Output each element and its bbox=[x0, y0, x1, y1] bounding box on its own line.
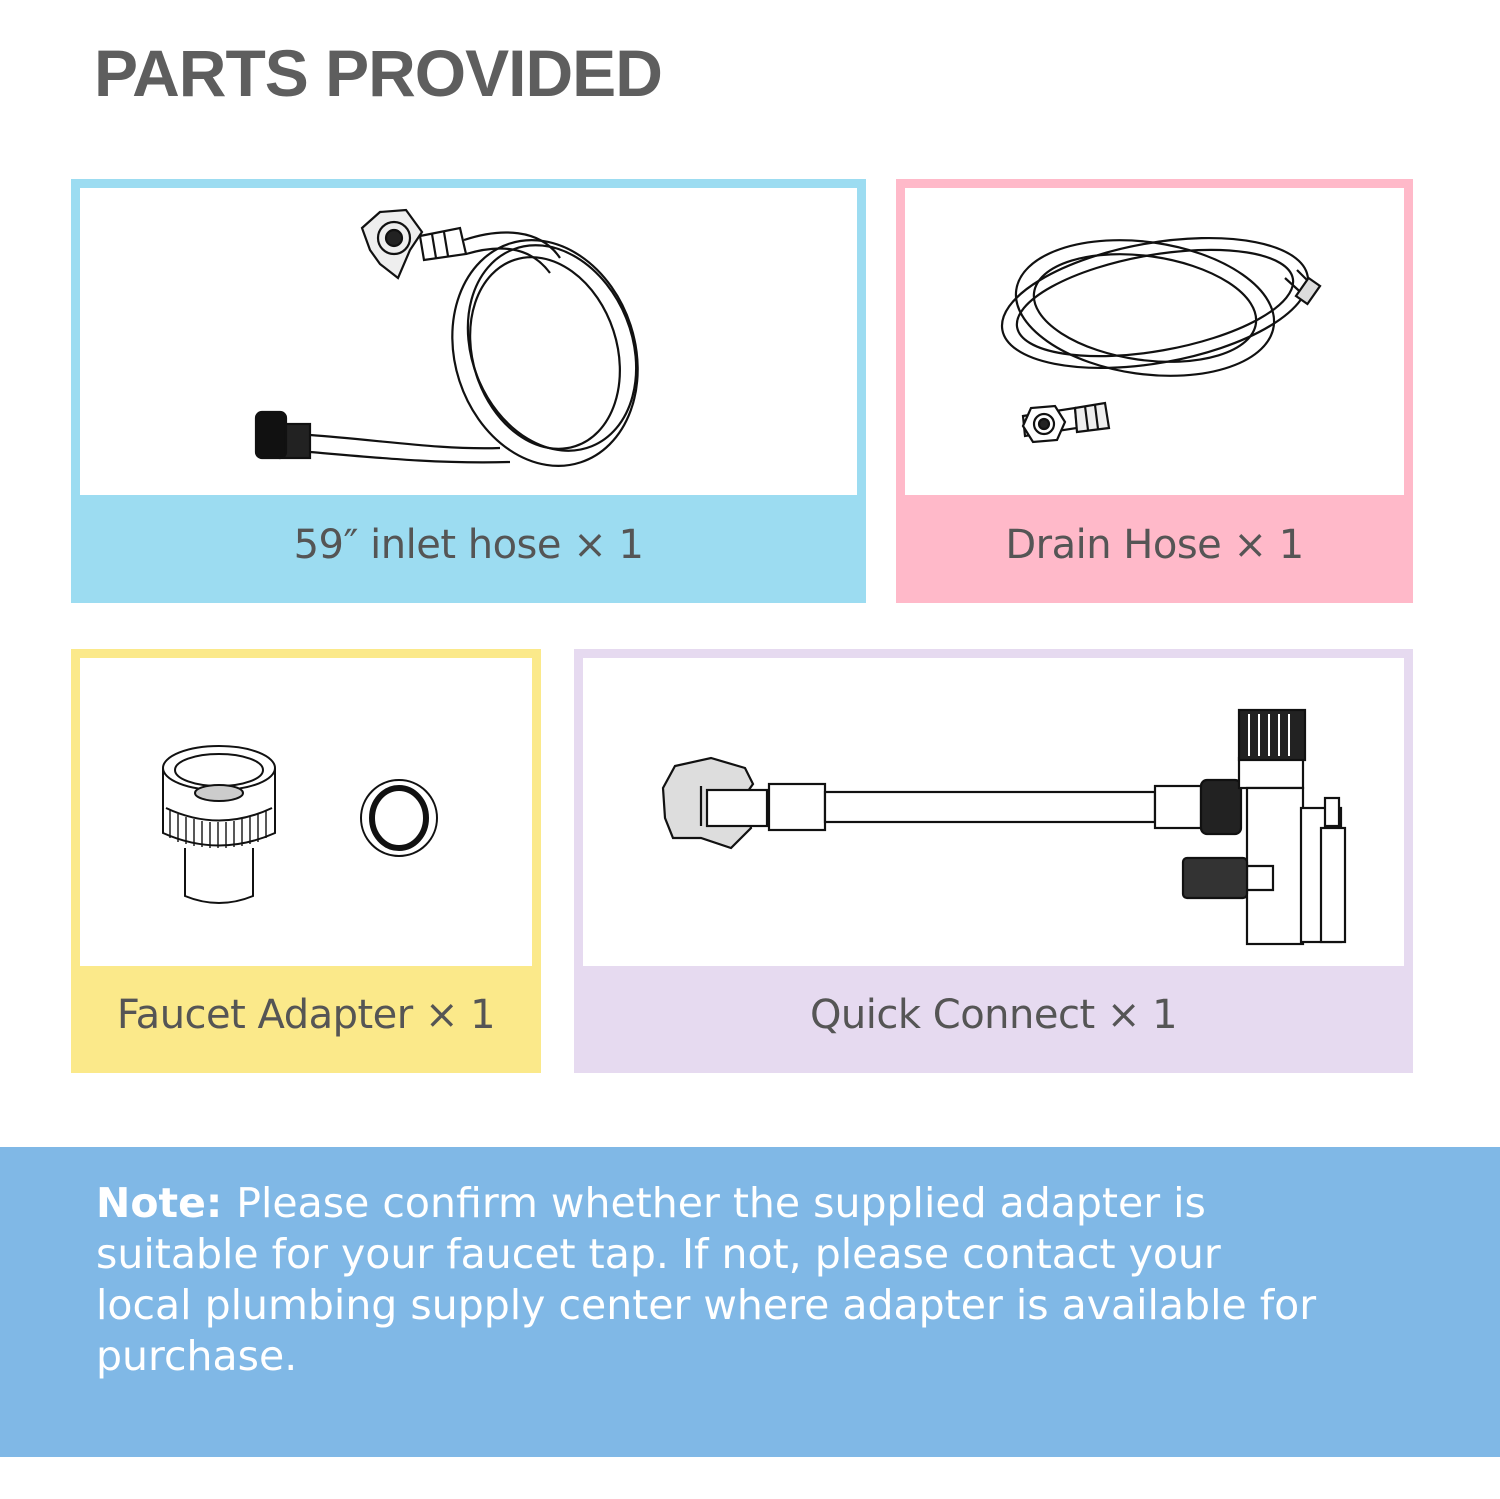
note-body: Please confirm whether the supplied adap… bbox=[96, 1179, 1317, 1380]
part-caption-faucet-adapter: Faucet Adapter × 1 bbox=[116, 992, 496, 1038]
drain-hose-image bbox=[905, 188, 1404, 495]
quick-connect-icon bbox=[661, 708, 1347, 946]
inlet-hose-icon bbox=[254, 208, 639, 467]
part-card-faucet-adapter: Faucet Adapter × 1 bbox=[71, 649, 541, 1073]
faucet-adapter-image bbox=[80, 658, 532, 966]
part-card-quick-connect: Quick Connect × 1 bbox=[574, 649, 1413, 1073]
drain-hose-icon bbox=[1000, 236, 1322, 444]
part-caption-quick-connect: Quick Connect × 1 bbox=[809, 992, 1178, 1038]
part-card-inlet-hose: 59″ inlet hose × 1 bbox=[71, 179, 866, 603]
part-card-drain-hose: Drain Hose × 1 bbox=[896, 179, 1413, 603]
note-banner bbox=[0, 1147, 1500, 1457]
quick-connect-image bbox=[583, 658, 1404, 966]
inlet-hose-image bbox=[80, 188, 857, 495]
note-label: Note: bbox=[96, 1179, 223, 1227]
part-caption-inlet-hose: 59″ inlet hose × 1 bbox=[293, 521, 644, 568]
page-title: PARTS PROVIDED bbox=[94, 36, 663, 110]
note-text: Note:Please confirm whether the supplied… bbox=[96, 1178, 1326, 1382]
part-caption-drain-hose: Drain Hose × 1 bbox=[1005, 521, 1304, 568]
faucet-adapter-icon bbox=[162, 745, 438, 904]
